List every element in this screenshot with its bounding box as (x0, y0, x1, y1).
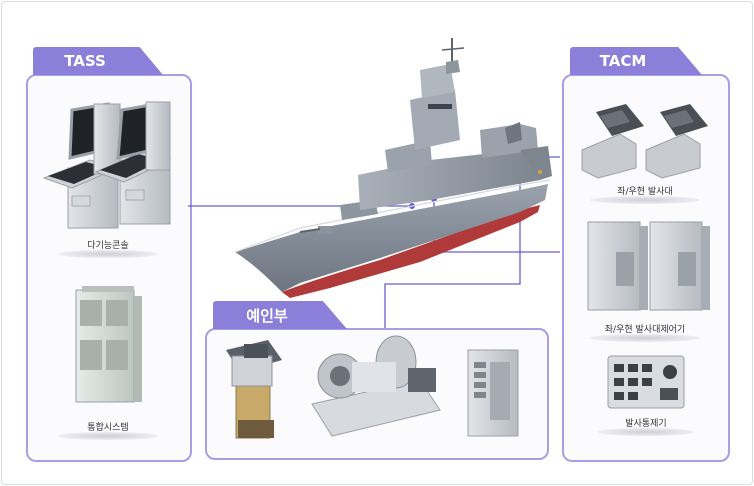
integrated-system-caption: 통합시스템 (87, 423, 129, 433)
launcher-image (581, 104, 708, 179)
winch-image (311, 335, 441, 437)
tacm-title: TACM (599, 52, 647, 70)
caption-shadow (590, 334, 700, 342)
multi-console-caption: 다기능콘솔 (87, 241, 129, 251)
launch-control-image (607, 355, 685, 409)
launch-control-caption: 발사통제기 (625, 419, 667, 429)
integrated-system-image (75, 286, 142, 403)
towing-cabinet-image (467, 349, 519, 437)
launcher-caption: 좌/우현 발사대 (617, 187, 673, 197)
tass-title: TASS (64, 52, 106, 70)
tacm-tab: TACM (570, 47, 702, 75)
caption-shadow (598, 428, 694, 436)
launcher-controller-caption: 좌/우현 발사대제어기 (604, 325, 686, 335)
frigate-ship (234, 38, 552, 298)
launcher-controller-image (587, 221, 710, 311)
towing-console-image (226, 340, 282, 439)
towing-tab: 예인부 (213, 301, 347, 329)
towing-title: 예인부 (246, 306, 288, 325)
caption-shadow (58, 250, 158, 258)
caption-shadow (590, 196, 700, 204)
caption-shadow (58, 432, 158, 440)
tass-tab: TASS (33, 47, 163, 75)
multi-console-image (42, 101, 172, 229)
